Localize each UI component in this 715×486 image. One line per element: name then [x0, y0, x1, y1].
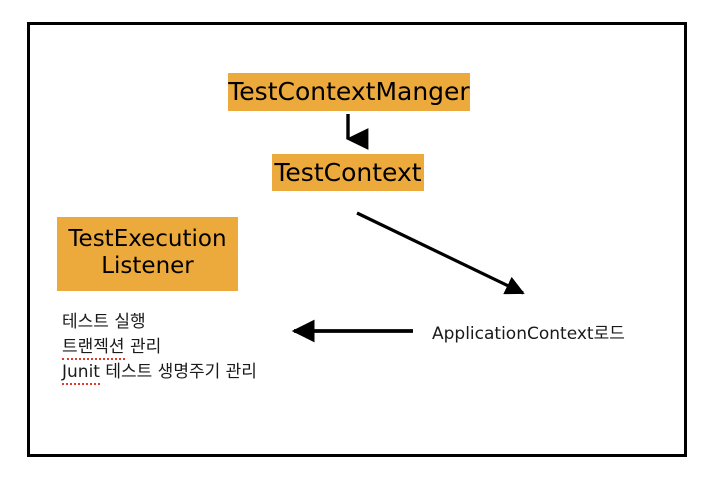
node-test-context-manager[interactable]: TestContextManger: [228, 73, 470, 111]
label-application-context-load: ApplicationContext로드: [432, 324, 625, 344]
node-test-execution-listener[interactable]: TestExecution Listener: [57, 217, 238, 291]
duty-line-3: Junit 테스트 생명주기 관리: [62, 360, 257, 385]
node-test-context[interactable]: TestContext: [272, 154, 424, 191]
duty-text-2-misspelled: 트랜젝션: [62, 337, 125, 360]
duty-text-3-rest: 테스트 생명주기 관리: [99, 362, 257, 382]
duty-text-2-rest: 관리: [124, 337, 162, 357]
duty-text-3-misspelled: Junit: [62, 362, 100, 385]
duty-line-1: 테스트 실행: [62, 310, 257, 335]
listener-duties-list: 테스트 실행 트랜젝션 관리 Junit 테스트 생명주기 관리: [62, 310, 257, 385]
duty-line-2: 트랜젝션 관리: [62, 335, 257, 360]
duty-text-1: 테스트 실행: [62, 312, 146, 332]
